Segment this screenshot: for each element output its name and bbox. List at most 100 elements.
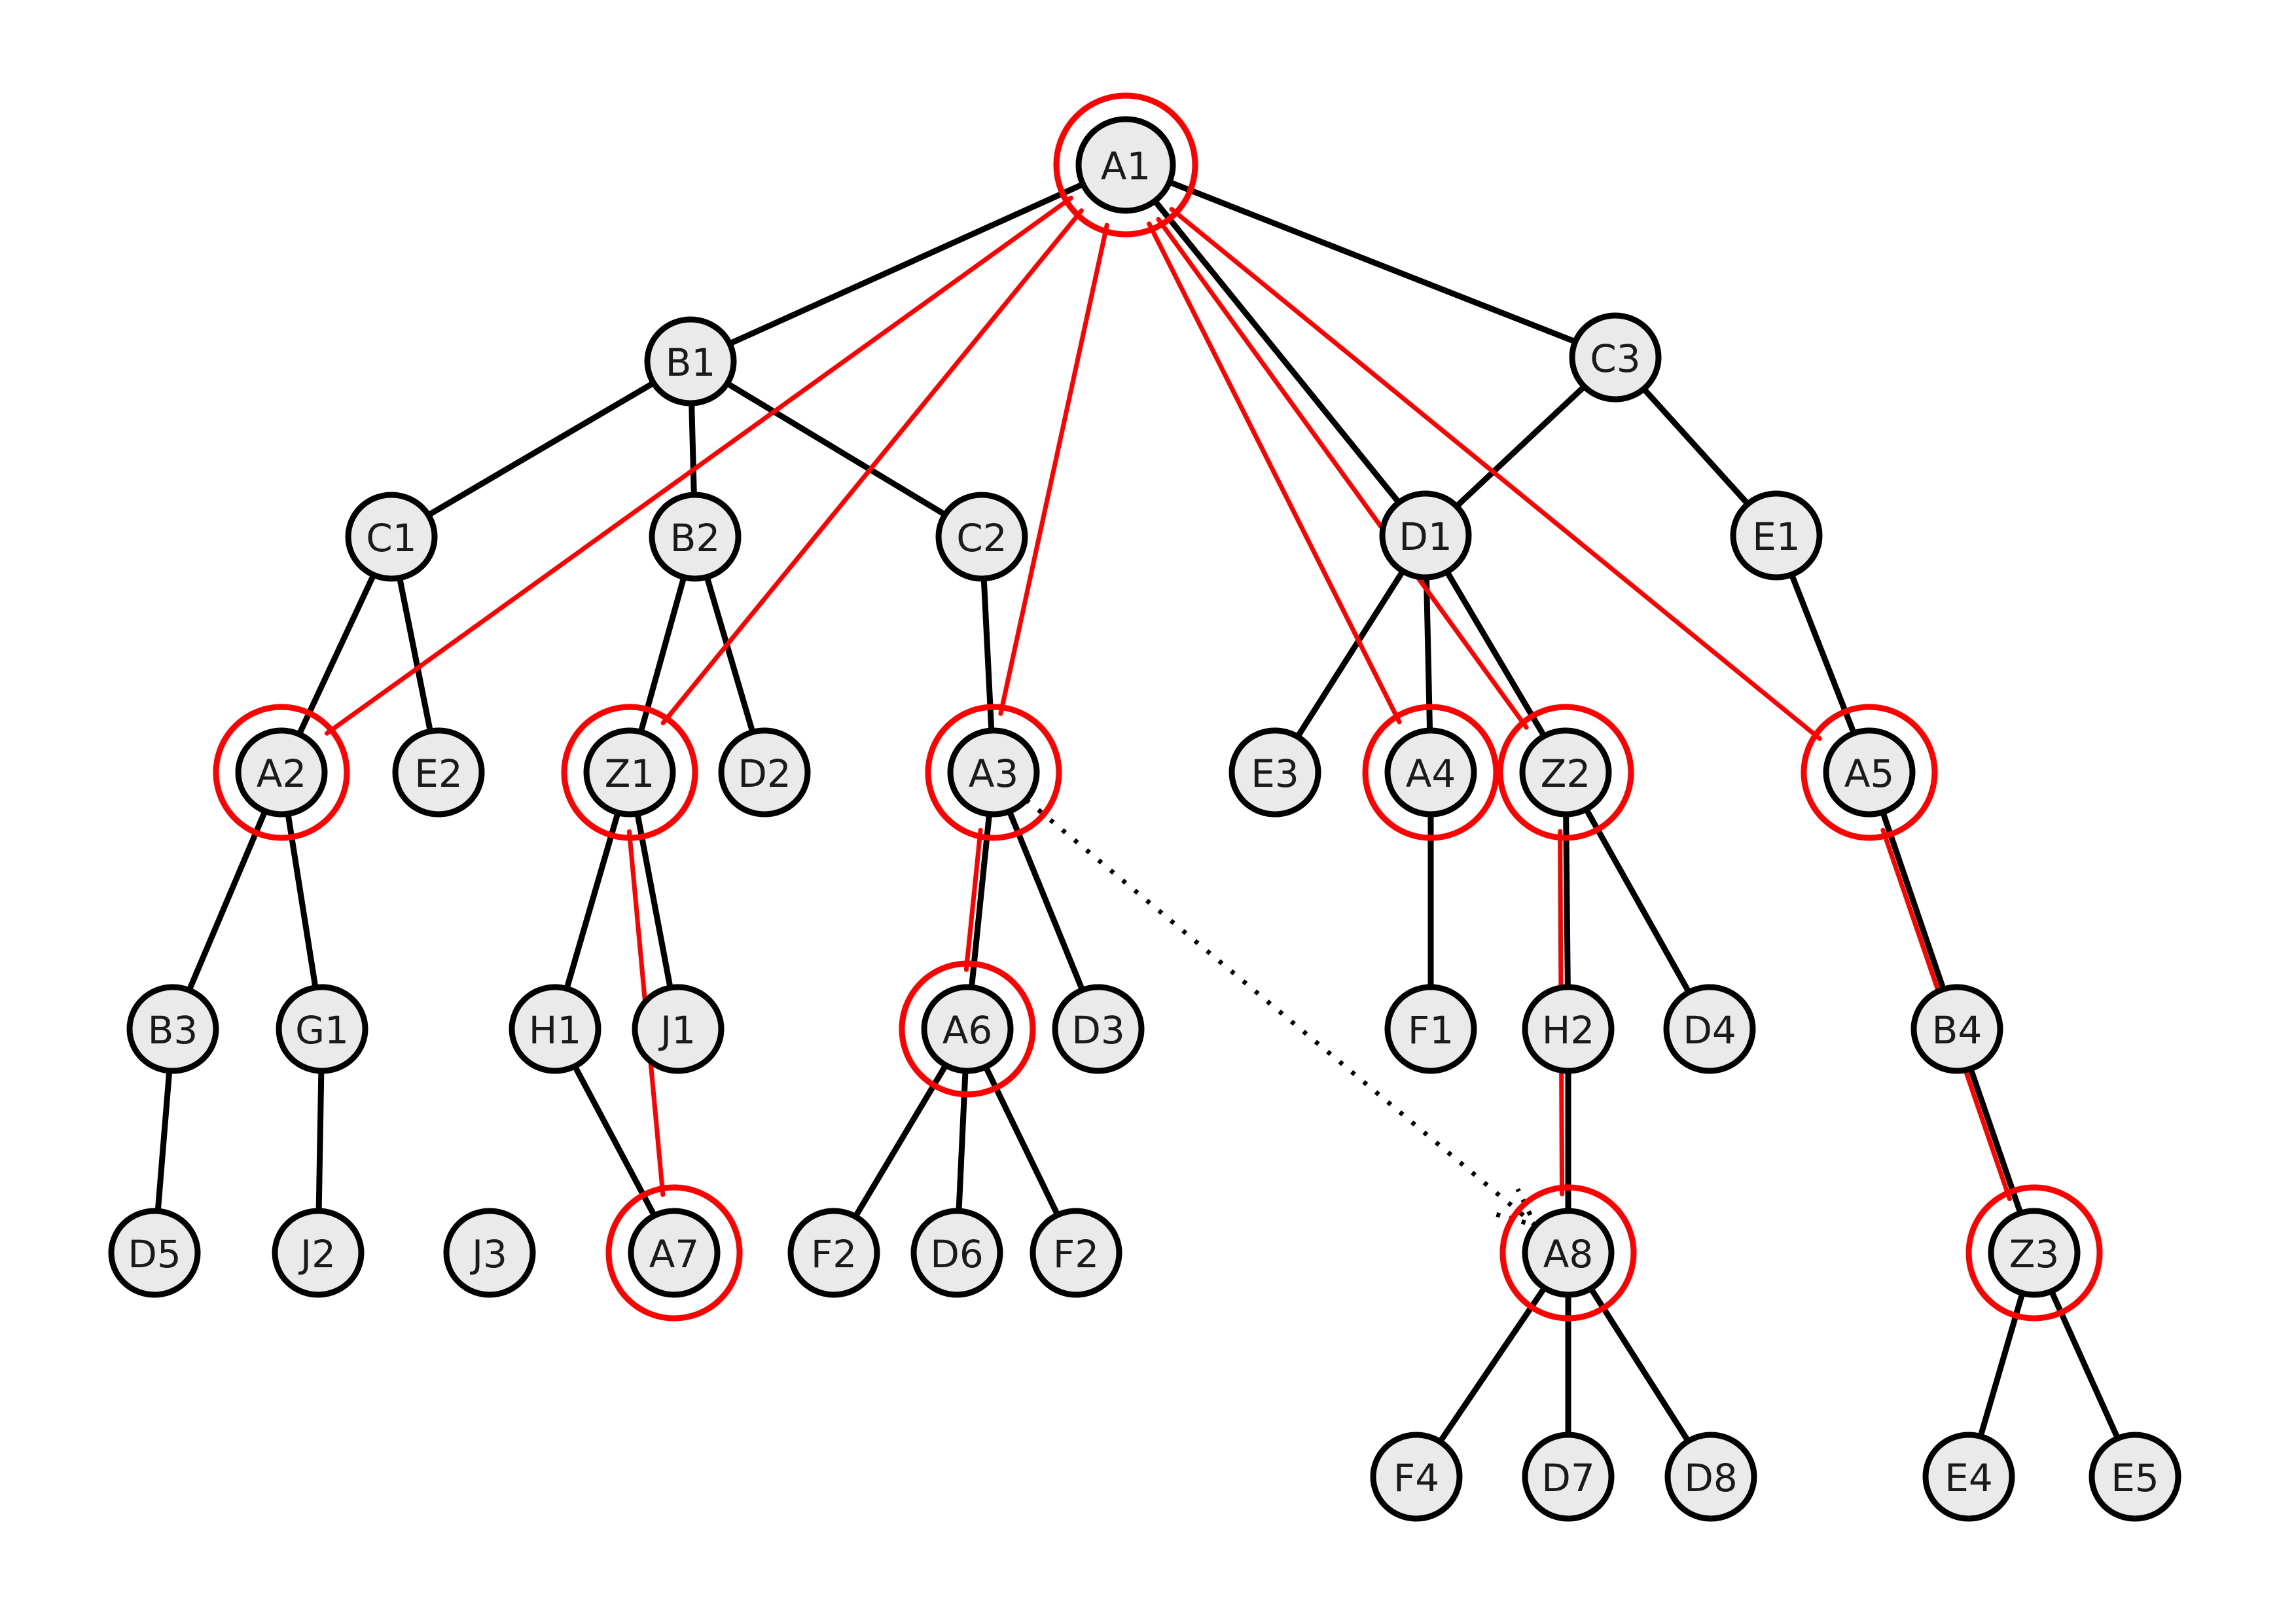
highlight-ring-A4 (1362, 704, 1499, 841)
node-H2[interactable]: H2 (1522, 984, 1615, 1074)
node-J1[interactable]: J1 (632, 984, 725, 1074)
edge-A3-A6 (968, 811, 993, 990)
highlight-ring-A7 (605, 1184, 743, 1322)
edges-black-layer (154, 179, 2121, 1445)
edge-Z3-E5 (2048, 1288, 2121, 1441)
node-D4[interactable]: D4 (1663, 984, 1756, 1074)
edge-B2-Z1 (637, 574, 687, 735)
edge-A8-F4 (1437, 1284, 1548, 1445)
node-shape-D8 (1664, 1432, 1757, 1522)
node-D5[interactable]: D5 (108, 1208, 201, 1298)
node-shape-H2 (1522, 984, 1615, 1074)
node-F1[interactable]: F1 (1384, 984, 1477, 1074)
edge-A2-G1 (285, 810, 319, 991)
highlight-ring-A8 (1499, 1184, 1637, 1322)
node-shape-C3 (1569, 312, 1662, 403)
edge-A1-B1 (726, 181, 1086, 347)
node-shape-Z3 (1988, 1208, 2081, 1298)
node-D3[interactable]: D3 (1052, 984, 1145, 1074)
node-E2[interactable]: E2 (392, 727, 485, 818)
edge-A2-B3 (186, 808, 268, 994)
node-F4[interactable]: F4 (1370, 1432, 1463, 1522)
node-G1[interactable]: G1 (276, 984, 368, 1074)
node-highlight-rings-layer (213, 92, 2103, 1322)
node-E4[interactable]: E4 (1922, 1432, 2015, 1522)
edge-A1-A5 (1169, 207, 1822, 741)
node-shape-J3 (443, 1208, 536, 1298)
node-A5[interactable]: A5 (1823, 727, 1916, 818)
node-D8[interactable]: D8 (1664, 1432, 1757, 1522)
node-shape-D5 (108, 1208, 201, 1298)
node-B4[interactable]: B4 (1910, 984, 2003, 1074)
node-shape-D1 (1379, 490, 1472, 581)
node-shape-D2 (718, 727, 811, 818)
node-D6[interactable]: D6 (910, 1208, 1003, 1298)
highlight-ring-A6 (899, 960, 1036, 1098)
edge-H1-A7 (571, 1063, 658, 1219)
edge-A3-D3 (1006, 808, 1086, 993)
edge-A3-A6 (963, 827, 983, 972)
node-A7[interactable]: A7 (628, 1208, 721, 1298)
node-shape-F4 (1370, 1432, 1463, 1522)
node-J3[interactable]: J3 (443, 1208, 536, 1298)
node-shape-H1 (509, 984, 601, 1074)
node-shape-B2 (649, 492, 742, 582)
edge-C3-E1 (1641, 386, 1751, 507)
node-A8[interactable]: A8 (1522, 1208, 1615, 1298)
node-D2[interactable]: D2 (718, 727, 811, 818)
node-E5[interactable]: E5 (2089, 1432, 2181, 1522)
node-shape-A5 (1823, 727, 1916, 818)
node-J2[interactable]: J2 (272, 1208, 365, 1298)
node-C2[interactable]: C2 (935, 492, 1028, 582)
node-B1[interactable]: B1 (644, 316, 737, 406)
highlight-ring-Z3 (1965, 1184, 2103, 1322)
node-shape-B1 (644, 316, 737, 406)
node-shape-A4 (1384, 727, 1477, 818)
node-shape-D4 (1663, 984, 1756, 1074)
node-Z1[interactable]: Z1 (583, 727, 676, 818)
node-E3[interactable]: E3 (1229, 727, 1321, 818)
highlight-ring-A1 (1053, 92, 1198, 238)
node-shape-C1 (345, 492, 438, 582)
highlight-ring-A5 (1801, 704, 1938, 841)
edge-A1-A3 (998, 223, 1109, 716)
node-shape-D7 (1522, 1432, 1615, 1522)
node-C3[interactable]: C3 (1569, 312, 1662, 403)
node-D7[interactable]: D7 (1522, 1432, 1615, 1522)
node-A3[interactable]: A3 (947, 727, 1040, 818)
node-A1[interactable]: A1 (1075, 116, 1176, 214)
node-Z3[interactable]: Z3 (1988, 1208, 2081, 1298)
node-F2a[interactable]: F2 (787, 1208, 880, 1298)
edge-A1-D1 (1152, 198, 1402, 506)
edge-Z2-D4 (1583, 806, 1692, 996)
highlight-ring-A3 (925, 704, 1062, 841)
node-E1[interactable]: E1 (1730, 490, 1823, 581)
node-shape-A8 (1522, 1208, 1615, 1298)
edge-B1-C2 (724, 380, 948, 518)
node-shape-Z2 (1519, 727, 1612, 818)
node-A2[interactable]: A2 (235, 727, 328, 818)
edge-A1-A4 (1147, 221, 1402, 725)
node-shape-B4 (1910, 984, 2003, 1074)
edge-D1-E3 (1295, 568, 1406, 740)
edge-Z2-H2 (1563, 811, 1571, 990)
node-shape-A7 (628, 1208, 721, 1298)
node-A6[interactable]: A6 (921, 984, 1014, 1074)
node-H1[interactable]: H1 (509, 984, 601, 1074)
node-A4[interactable]: A4 (1384, 727, 1477, 818)
node-C1[interactable]: C1 (345, 492, 438, 582)
node-shape-D3 (1052, 984, 1145, 1074)
node-shape-F2a (787, 1208, 880, 1298)
node-D1[interactable]: D1 (1379, 490, 1472, 581)
node-Z2[interactable]: Z2 (1519, 727, 1612, 818)
node-B3[interactable]: B3 (126, 984, 219, 1074)
node-F2b[interactable]: F2 (1030, 1208, 1122, 1298)
edge-A5-B4 (1880, 809, 1946, 992)
node-B2[interactable]: B2 (649, 492, 742, 582)
highlight-ring-A2 (213, 704, 350, 841)
highlight-ring-Z1 (561, 704, 698, 841)
edge-A1-Z1 (660, 208, 1084, 726)
edge-C3-D1 (1453, 383, 1588, 510)
node-shape-J2 (272, 1208, 365, 1298)
node-shape-J1 (632, 984, 725, 1074)
